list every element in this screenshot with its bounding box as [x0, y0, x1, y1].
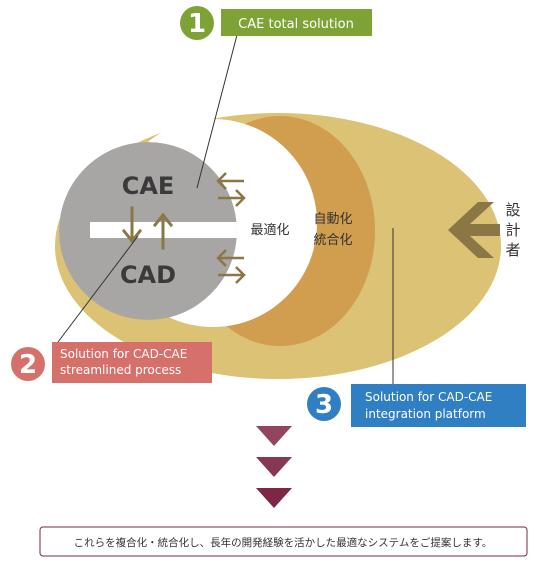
cae-label: CAE — [122, 172, 175, 200]
callout-2-label-line2: streamlined process — [60, 363, 181, 377]
optimization-label: 最適化 — [250, 222, 289, 238]
callout-1-badge — [180, 6, 214, 40]
automation-label: 自動化 — [313, 212, 352, 227]
footer-box — [39, 526, 528, 557]
callout-3-label-line2: integration platform — [365, 407, 486, 421]
callout-2-label-line1: Solution for CAD-CAE — [60, 347, 187, 361]
designer-char-3: 者 — [505, 241, 520, 259]
down-arrow-icon — [121, 206, 143, 244]
callout-2-leader — [54, 235, 139, 347]
callout-2-box — [52, 342, 212, 383]
callout-3-box — [351, 384, 526, 427]
footer-text: これらを複合化・統合化し、長年の開発経験を活かした最適なシステムをご提案します。 — [74, 536, 493, 549]
down-triangle-icon-2 — [256, 457, 292, 477]
exchange-arrows-icon-top — [216, 172, 246, 207]
designer-char-2: 計 — [505, 221, 520, 239]
integration-label: 統合化 — [313, 233, 352, 248]
callout-1-label: CAE total solution — [238, 17, 354, 32]
exchange-arrows-icon-bottom — [216, 249, 246, 284]
designer-char-1: 設 — [505, 201, 520, 219]
callout-1-number: 1 — [188, 9, 206, 39]
callout-2-number: 2 — [19, 350, 37, 380]
cad-label: CAD — [120, 261, 176, 289]
up-arrow-icon — [152, 212, 174, 250]
callout-1-leader — [196, 34, 238, 189]
down-triangle-icon-3 — [256, 488, 292, 508]
designer-arrow-icon — [448, 202, 500, 258]
down-triangle-icon-1 — [256, 426, 292, 446]
callout-2-badge — [11, 347, 45, 381]
callout-3-badge — [307, 387, 341, 421]
callout-1-box — [221, 9, 372, 36]
callout-3-number: 3 — [315, 390, 333, 420]
callout-3-label-line1: Solution for CAD-CAE — [365, 390, 492, 404]
